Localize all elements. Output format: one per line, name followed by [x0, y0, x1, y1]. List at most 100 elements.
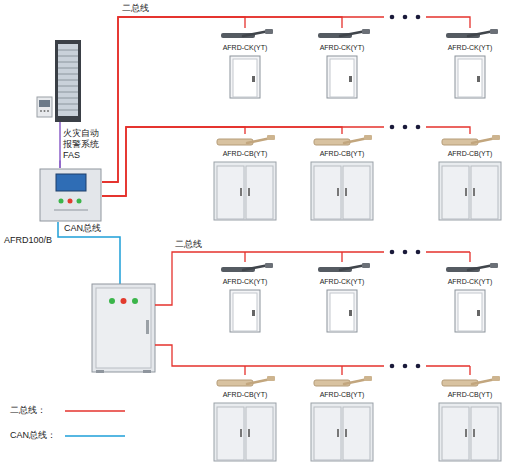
sub-controller-cabinet — [96, 370, 104, 373]
continuation-dots — [416, 364, 421, 369]
door-closer-cb — [267, 376, 275, 381]
double-fire-door — [345, 188, 347, 196]
fire-alarm-cabinet — [58, 104, 78, 105]
continuation-dots — [384, 13, 426, 370]
two-wire-bus — [155, 252, 470, 375]
fire-alarm-cabinet — [47, 110, 49, 112]
double-fire-door — [471, 407, 498, 460]
single-fire-door — [213, 55, 277, 99]
bus-label: 二总线 — [122, 3, 149, 14]
fire-alarm-cabinet — [58, 56, 78, 57]
double-fire-door — [246, 166, 273, 219]
node-label: AFRD100/B — [4, 235, 102, 246]
door-closer-ck — [310, 28, 374, 42]
node-label: AFRD-CB(YT) — [438, 150, 502, 158]
fas-link-wire — [59, 122, 61, 168]
single-fire-door — [349, 76, 352, 82]
continuation-dots — [390, 250, 395, 255]
single-fire-door — [233, 293, 257, 331]
can-bus-wire — [58, 222, 120, 284]
door-closer-cb — [267, 135, 275, 140]
two-wire-bus — [155, 252, 470, 305]
node-art — [438, 134, 502, 148]
double-fire-door — [246, 407, 273, 460]
door-closer-cb — [364, 135, 372, 140]
fire-alarm-system: 火灾自动 报警系统 FAS — [35, 38, 105, 160]
bus-label: 二总线 — [175, 239, 202, 250]
double-fire-door — [213, 161, 277, 221]
door-closer-ck — [310, 262, 374, 276]
door-closer-cb — [213, 375, 277, 389]
single-fire-door — [310, 289, 374, 333]
node-art — [438, 161, 502, 221]
node-label: AFRD-CK(YT) — [213, 278, 277, 286]
node-label: AFRD-CB(YT) — [213, 391, 277, 399]
legend-line-sample — [65, 410, 125, 412]
double-fire-door — [471, 166, 498, 219]
continuation-dots — [390, 125, 395, 130]
single-fire-door — [477, 76, 480, 82]
double-fire-door — [214, 403, 276, 461]
continuation-dots — [403, 364, 408, 369]
single-fire-door — [233, 59, 257, 97]
node-art — [438, 55, 502, 99]
legend-text: 二总线： — [10, 405, 46, 415]
node-art — [438, 289, 502, 333]
double-fire-door — [217, 166, 244, 219]
single-fire-door — [310, 55, 374, 99]
double-door-unit: AFRD-CB(YT) — [213, 134, 277, 221]
controller-cabinet — [77, 199, 82, 204]
door-closer-cb — [310, 375, 374, 389]
double-fire-door — [473, 188, 475, 196]
door-closer-cb — [364, 376, 372, 381]
double-fire-door — [311, 403, 373, 461]
single-fire-door — [213, 289, 277, 333]
door-closer-ck — [490, 263, 498, 268]
double-fire-door — [311, 162, 373, 220]
fire-alarm-cabinet — [58, 80, 78, 81]
fire-alarm-cabinet — [55, 40, 81, 122]
sub-controller-cabinet — [146, 320, 149, 334]
node-label: AFRD-CB(YT) — [310, 391, 374, 399]
controller-cabinet — [68, 199, 73, 204]
fire-alarm-cabinet — [58, 50, 78, 51]
node-art — [310, 402, 374, 462]
continuation-dots — [390, 15, 395, 20]
sub-controller-cabinet — [121, 298, 127, 304]
double-fire-door — [343, 407, 370, 460]
continuation-dots — [384, 13, 426, 21]
bus-connector — [102, 17, 342, 182]
node-art — [213, 375, 277, 389]
continuation-dots — [390, 15, 421, 369]
controller-cabinet — [56, 174, 86, 191]
node-label: AFRD-CK(YT) — [310, 278, 374, 286]
single-fire-door — [438, 55, 502, 99]
single-door-unit: AFRD-CK(YT) — [213, 28, 277, 99]
continuation-dots — [403, 125, 408, 130]
double-fire-door — [213, 402, 277, 462]
door-closer-ck — [265, 263, 273, 268]
double-fire-door — [314, 407, 341, 460]
single-fire-door — [477, 310, 480, 316]
sub-controller-cabinet — [92, 284, 155, 372]
double-fire-door — [314, 166, 341, 219]
controller-cabinet — [54, 209, 88, 211]
node-art — [213, 262, 277, 276]
single-fire-door — [458, 59, 482, 97]
can-bus-wire — [58, 222, 120, 284]
double-fire-door — [240, 429, 242, 437]
double-fire-door — [465, 188, 467, 196]
single-fire-door — [455, 290, 485, 332]
door-closer-ck — [265, 29, 273, 34]
node-art — [213, 134, 277, 148]
single-fire-door — [458, 293, 482, 331]
node-art — [310, 289, 374, 333]
node-art — [438, 375, 502, 389]
double-fire-door — [217, 407, 244, 460]
double-door-unit: AFRD-CB(YT) — [213, 375, 277, 462]
fire-alarm-cabinet — [58, 110, 78, 111]
double-fire-door — [310, 161, 374, 221]
sub-controller-cabinet — [92, 284, 155, 373]
single-fire-door — [230, 290, 260, 332]
door-closer-ck — [438, 262, 502, 276]
